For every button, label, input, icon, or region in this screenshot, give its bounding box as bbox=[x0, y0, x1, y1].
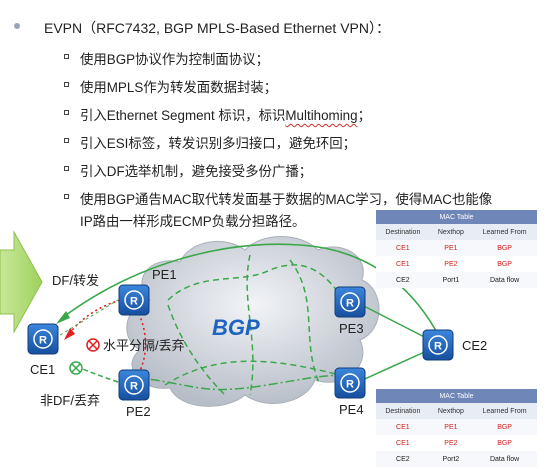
cell: Data flow bbox=[472, 272, 537, 288]
table-row: CE1 PE2 BGP bbox=[376, 435, 537, 451]
label-pe2: PE2 bbox=[126, 404, 151, 419]
cell: PE2 bbox=[429, 256, 473, 272]
mac-table-title: MAC Table bbox=[376, 389, 537, 403]
mac-table-title: MAC Table bbox=[376, 210, 537, 224]
router-ce2-icon: R bbox=[422, 329, 454, 361]
table-row: CE1 PE1 BGP bbox=[376, 419, 537, 435]
cell: CE1 bbox=[376, 419, 430, 435]
evpn-heading: EVPN（RFC7432, BGP MPLS-Based Ethernet VP… bbox=[44, 20, 390, 36]
router-pe4-icon: R bbox=[334, 367, 366, 399]
block-icon bbox=[86, 338, 100, 352]
label-ce2: CE2 bbox=[462, 338, 487, 353]
cloud-path-5 bbox=[164, 360, 341, 386]
bullet-ethernet-segment: 引入Ethernet Segment 标识，标识Multihoming； bbox=[80, 104, 371, 124]
cloud-path-3 bbox=[246, 254, 254, 396]
router-pe1-icon: R bbox=[118, 284, 150, 316]
square-bullet-icon bbox=[64, 110, 69, 115]
svg-text:R: R bbox=[346, 298, 354, 310]
router-pe2-icon: R bbox=[118, 369, 150, 401]
link-ce1-pe1 bbox=[59, 299, 119, 336]
bullet-multihoming-text: Multihoming bbox=[285, 108, 358, 123]
cell: BGP bbox=[472, 435, 537, 451]
cell: CE1 bbox=[376, 256, 430, 272]
col-destination: Destination bbox=[376, 224, 430, 240]
label-split-horizon: 水平分隔/丢弃 bbox=[103, 338, 185, 353]
square-bullet-icon bbox=[64, 138, 69, 143]
cell: CE2 bbox=[376, 451, 430, 467]
cell: CE1 bbox=[376, 240, 430, 256]
square-bullet-icon bbox=[64, 166, 69, 171]
cell: CE2 bbox=[376, 272, 430, 288]
bullet-mpls-forwarding: 使用MPLS作为转发面数据封装； bbox=[80, 80, 278, 95]
flow-arrow-icon bbox=[0, 230, 43, 334]
label-non-df-drop: 非DF/丢弃 bbox=[40, 393, 100, 408]
label-pe1: PE1 bbox=[152, 267, 177, 282]
square-bullet-icon bbox=[64, 54, 69, 59]
bullet-df-election: 引入DF选举机制，避免接受多份广播； bbox=[80, 164, 313, 179]
bullet-es-end: ； bbox=[357, 108, 371, 123]
df-forward-path bbox=[61, 243, 441, 339]
svg-text:R: R bbox=[346, 379, 354, 391]
non-df-path bbox=[139, 374, 346, 391]
col-nexthop: Nexthop bbox=[429, 224, 473, 240]
bullet-bgp-control: 使用BGP协议作为控制面协议； bbox=[80, 52, 269, 67]
cloud-path-2 bbox=[167, 304, 226, 396]
svg-text:R: R bbox=[130, 296, 138, 308]
bullet-list: EVPN（RFC7432, BGP MPLS-Based Ethernet VP… bbox=[14, 20, 493, 229]
square-bullet-icon bbox=[64, 194, 69, 199]
table-row: CE1 PE2 BGP bbox=[376, 256, 537, 272]
col-nexthop: Nexthop bbox=[429, 403, 473, 419]
cell: Data flow bbox=[472, 451, 537, 467]
col-learned-from: Learned From bbox=[472, 403, 537, 419]
bullet-esi-label: 引入ESI标签，转发识别多归接口，避免环回； bbox=[80, 136, 357, 151]
bullet-bgp-mac-cont: IP路由一样形成ECMP负载分担路径。 bbox=[80, 214, 306, 229]
cloud-path-1 bbox=[167, 264, 339, 301]
cloud-path-4 bbox=[289, 259, 321, 386]
cell: PE1 bbox=[429, 240, 473, 256]
pe1-to-ce1-red bbox=[67, 299, 121, 336]
df-forward-arrowhead bbox=[56, 311, 70, 324]
bullet-dot-icon bbox=[14, 23, 20, 29]
svg-text:R: R bbox=[39, 335, 47, 347]
bullet-bgp-mac: 使用BGP通告MAC取代转发面基于数据的MAC学习，使得MAC也能像 bbox=[80, 192, 493, 207]
cell: CE1 bbox=[376, 435, 430, 451]
cell: PE1 bbox=[429, 419, 473, 435]
square-bullet-icon bbox=[64, 82, 69, 87]
col-learned-from: Learned From bbox=[472, 224, 537, 240]
table-row: CE2 Port1 Data flow bbox=[376, 272, 537, 288]
block-icon bbox=[69, 361, 83, 375]
cell: BGP bbox=[472, 256, 537, 272]
label-pe3: PE3 bbox=[339, 321, 364, 336]
label-ce1: CE1 bbox=[30, 362, 55, 377]
cell: Port1 bbox=[429, 272, 473, 288]
mac-table-pe4: MAC Table Destination Nexthop Learned Fr… bbox=[376, 389, 537, 467]
router-ce1-icon: R bbox=[27, 323, 59, 355]
col-destination: Destination bbox=[376, 403, 430, 419]
table-row: CE2 Port2 Data flow bbox=[376, 451, 537, 467]
bullet-es-text: 引入Ethernet Segment 标识，标识 bbox=[80, 108, 286, 123]
label-pe4: PE4 bbox=[339, 402, 364, 417]
label-df-forward: DF/转发 bbox=[52, 273, 99, 288]
cell: PE2 bbox=[429, 435, 473, 451]
cell: BGP bbox=[472, 419, 537, 435]
red-arrowhead bbox=[64, 328, 75, 340]
cloud-label: BGP bbox=[212, 315, 260, 340]
router-pe3-icon: R bbox=[334, 286, 366, 318]
svg-text:R: R bbox=[130, 381, 138, 393]
cell: Port2 bbox=[429, 451, 473, 467]
svg-text:R: R bbox=[434, 341, 442, 353]
cell: BGP bbox=[472, 240, 537, 256]
mac-table-pe3: MAC Table Destination Nexthop Learned Fr… bbox=[376, 210, 537, 288]
table-row: CE1 PE1 BGP bbox=[376, 240, 537, 256]
